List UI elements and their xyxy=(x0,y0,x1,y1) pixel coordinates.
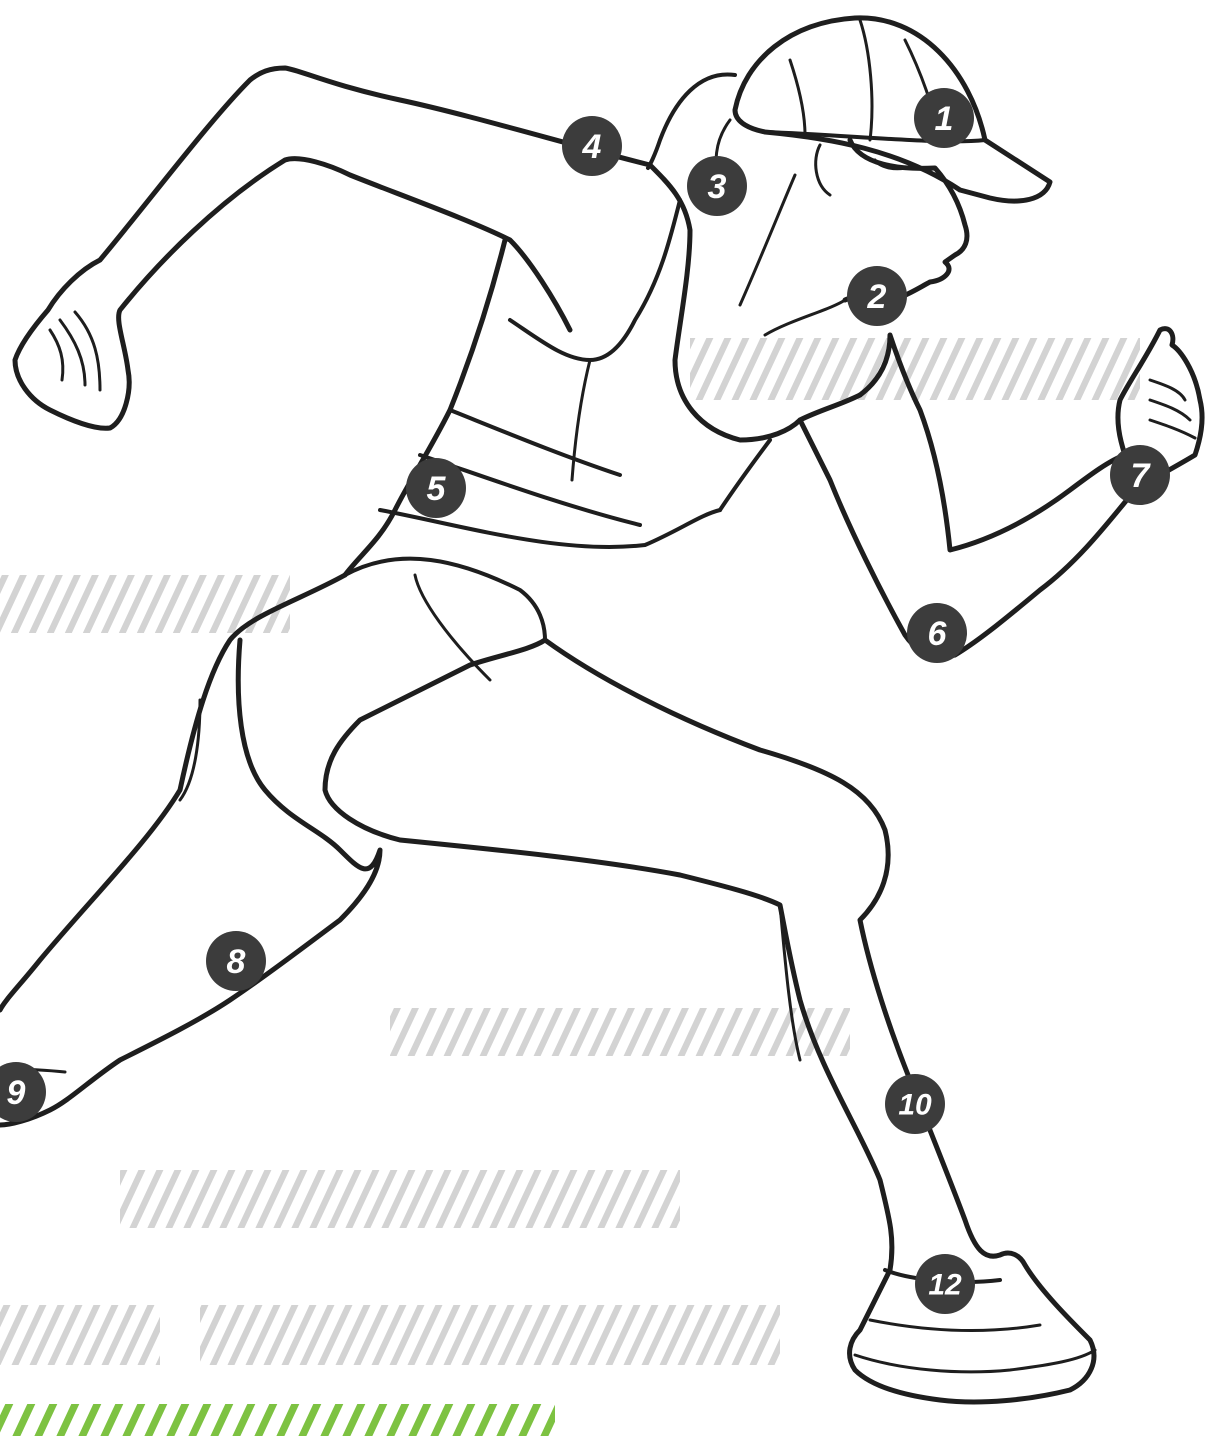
marker-2: 2 xyxy=(847,266,907,326)
marker-label: 10 xyxy=(898,1089,932,1122)
marker-1: 1 xyxy=(914,88,974,148)
marker-label: 6 xyxy=(928,615,948,653)
marker-label: 8 xyxy=(227,943,246,981)
marker-5: 5 xyxy=(406,458,466,518)
speed-streak xyxy=(690,338,1140,400)
marker-label: 1 xyxy=(935,100,954,138)
speed-streak xyxy=(390,1008,850,1056)
marker-6: 6 xyxy=(907,603,967,663)
back-leg xyxy=(0,575,345,1010)
marker-4: 4 xyxy=(562,116,622,176)
back-arm xyxy=(15,68,650,428)
marker-7: 7 xyxy=(1110,445,1170,505)
speed-streaks xyxy=(0,338,1140,1365)
cap-outline xyxy=(735,18,1050,201)
marker-label: 9 xyxy=(7,1074,26,1112)
marker-12: 12 xyxy=(915,1254,975,1314)
marker-label: 2 xyxy=(867,278,887,316)
speed-streak xyxy=(0,1305,160,1365)
marker-label: 4 xyxy=(582,128,602,166)
marker-label: 7 xyxy=(1131,457,1152,495)
marker-label: 5 xyxy=(427,470,447,508)
speed-streak xyxy=(120,1170,680,1228)
marker-label: 3 xyxy=(708,168,727,206)
marker-10: 10 xyxy=(885,1074,945,1134)
speed-streak xyxy=(200,1305,780,1365)
marker-label: 12 xyxy=(928,1269,962,1302)
green-speed-streak xyxy=(0,1404,555,1436)
marker-8: 8 xyxy=(206,931,266,991)
marker-3: 3 xyxy=(687,156,747,216)
